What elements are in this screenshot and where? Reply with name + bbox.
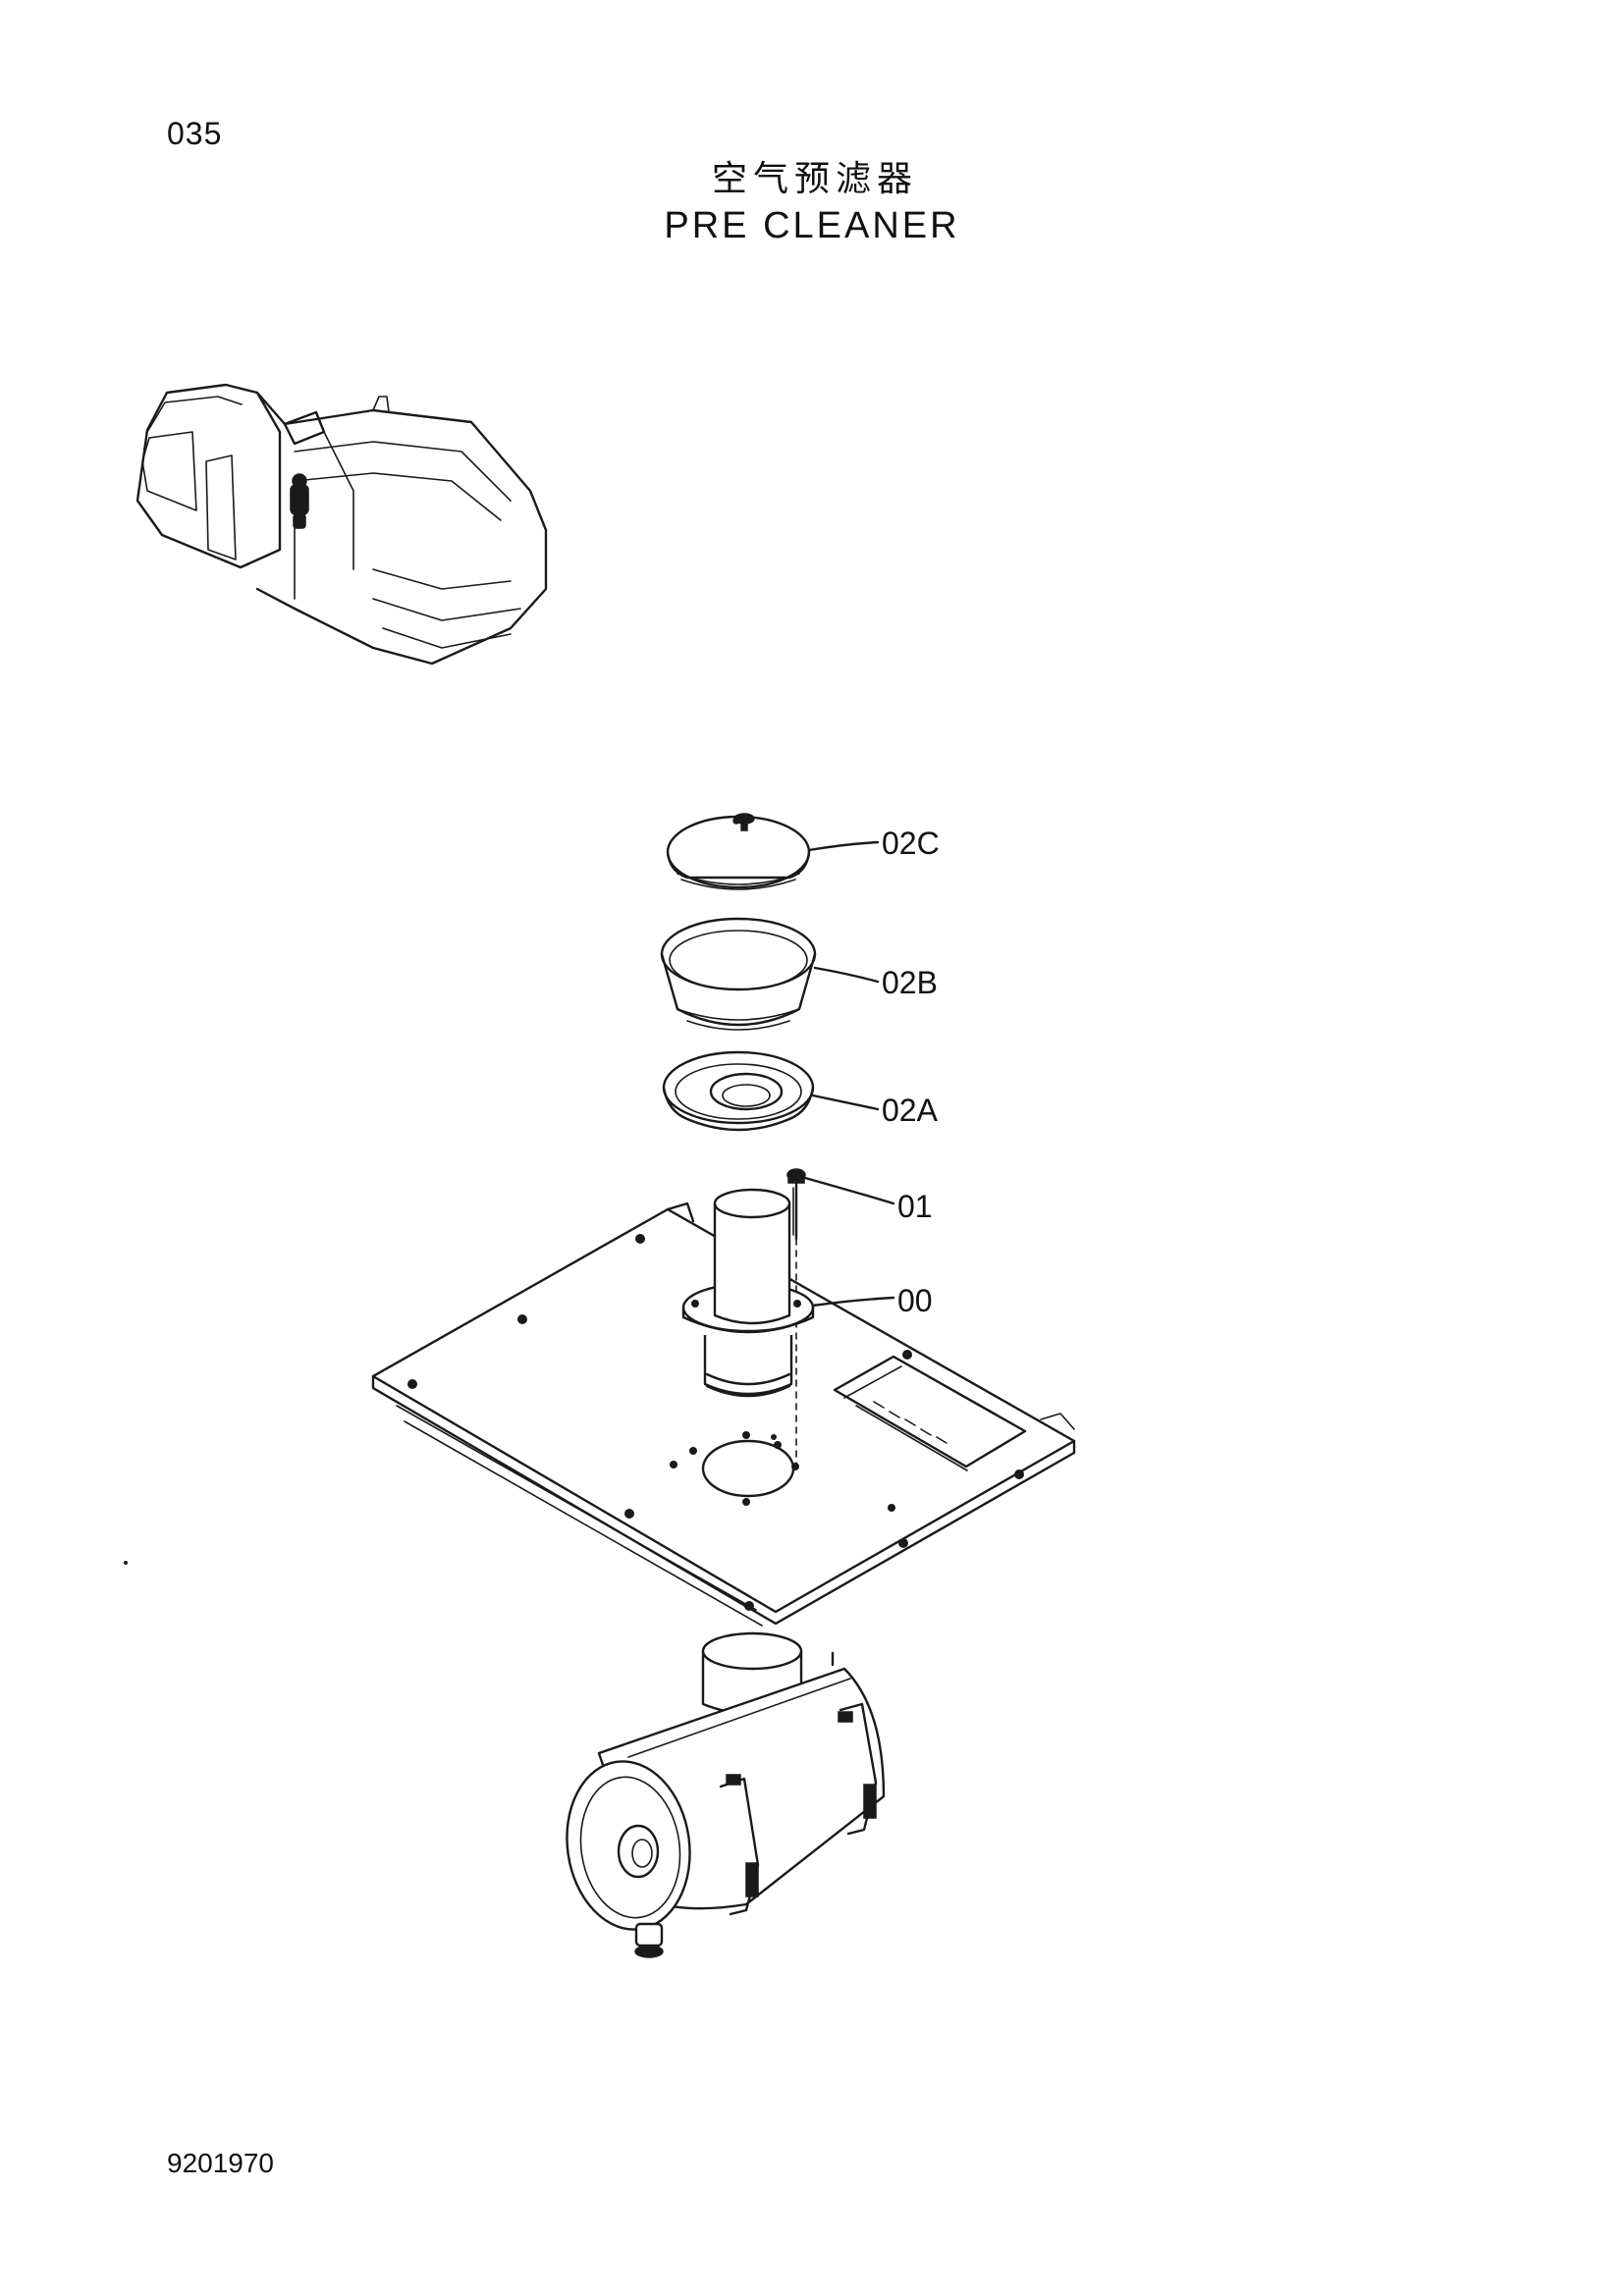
- pre-cleaner-base: [662, 1050, 815, 1132]
- callout-02A: 02A: [882, 1093, 939, 1128]
- pre-cleaner-cover: [666, 813, 811, 890]
- page-title-chinese: 空气预滤器: [711, 159, 918, 199]
- bolt: [786, 1168, 806, 1241]
- air-cleaner-housing: [566, 1631, 886, 1958]
- page-title: 空气预滤器 PRE CLEANER: [0, 157, 1624, 251]
- leader-lines: [803, 840, 895, 1308]
- page-number: 035: [167, 116, 223, 151]
- callout-02C: 02C: [882, 826, 940, 861]
- margin-mark: [124, 1561, 128, 1565]
- callout-00: 00: [897, 1283, 933, 1318]
- page-title-english: PRE CLEANER: [664, 205, 960, 246]
- document-code: 9201970: [167, 2148, 275, 2178]
- pre-cleaner-bowl: [660, 917, 817, 1031]
- intake-pipe: [681, 1188, 815, 1398]
- callout-01: 01: [897, 1189, 933, 1224]
- mounting-plate: [371, 1201, 1076, 1627]
- excavator-locator-icon: [135, 383, 548, 666]
- callout-02B: 02B: [882, 965, 938, 1000]
